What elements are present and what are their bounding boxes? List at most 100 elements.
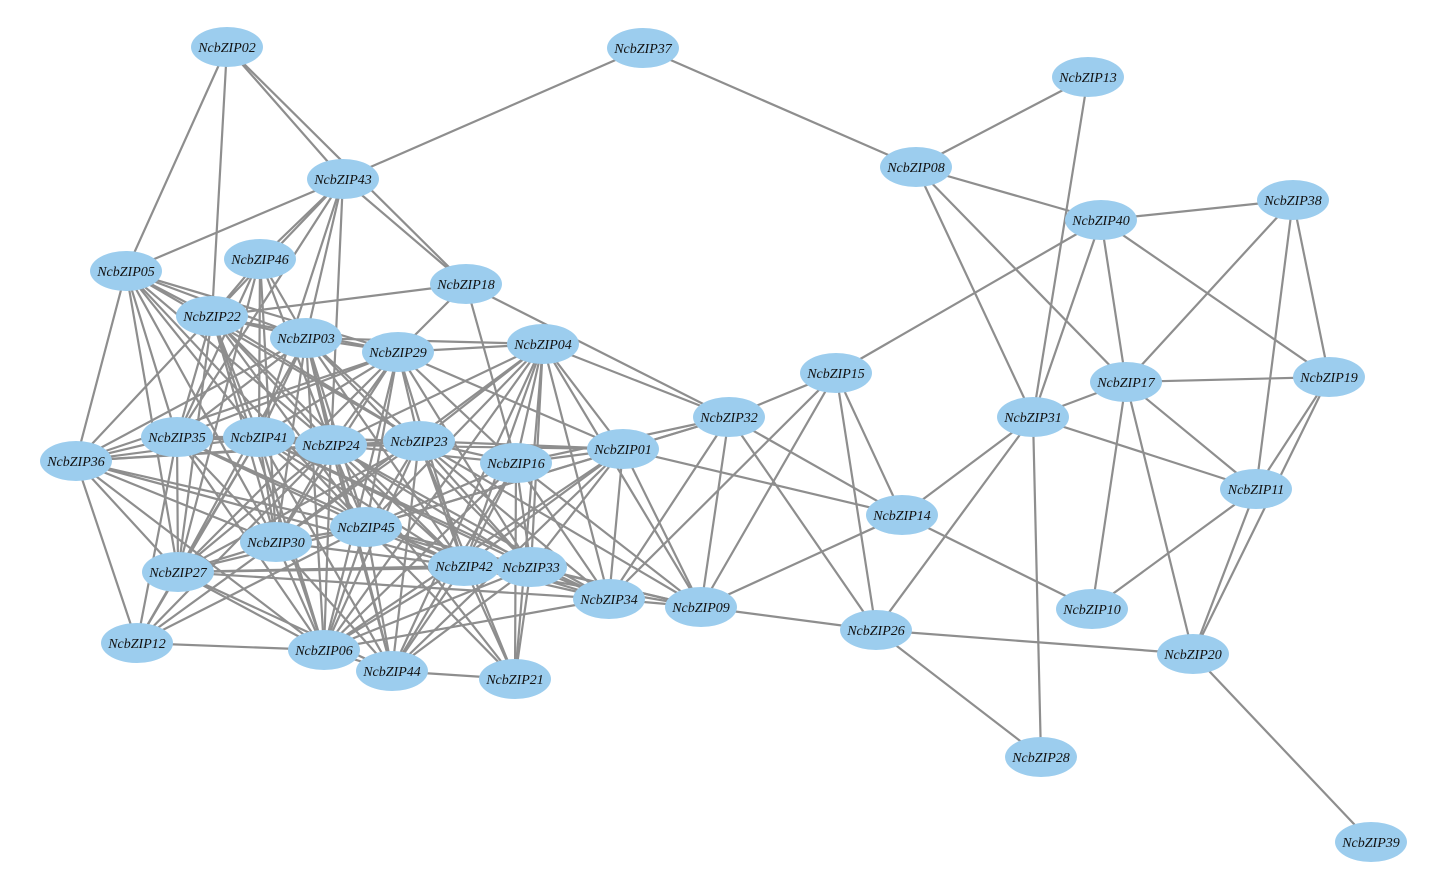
edge-ncbzip43-ncbzip18 [341,177,468,286]
edge-ncbzip46-ncbzip41 [257,257,262,439]
node-ellipse [587,429,659,469]
edge-ncbzip14-ncbzip10 [900,513,1094,611]
edge-ncbzip08-ncbzip17 [914,165,1128,384]
node-ncbzip01[interactable]: NcbZIP01 [587,429,659,469]
node-ncbzip04[interactable]: NcbZIP04 [507,324,579,364]
edge-ncbzip18-ncbzip16 [464,282,518,465]
node-ellipse [90,251,162,291]
node-ncbzip24[interactable]: NcbZIP24 [295,425,367,465]
node-ncbzip18[interactable]: NcbZIP18 [430,264,502,304]
node-ncbzip19[interactable]: NcbZIP19 [1293,357,1365,397]
node-ncbzip34[interactable]: NcbZIP34 [573,579,645,619]
node-label: NcbZIP46 [230,253,289,268]
node-ncbzip03[interactable]: NcbZIP03 [270,318,342,358]
node-ellipse [507,324,579,364]
node-label: NcbZIP34 [579,593,638,608]
node-ncbzip10[interactable]: NcbZIP10 [1056,589,1128,629]
edge-ncbzip15-ncbzip34 [607,371,838,601]
node-ncbzip02[interactable]: NcbZIP02 [191,27,263,67]
node-ncbzip11[interactable]: NcbZIP11 [1220,469,1292,509]
node-ncbzip14[interactable]: NcbZIP14 [866,495,938,535]
node-ellipse [101,623,173,663]
node-ellipse [240,522,312,562]
edge-ncbzip18-ncbzip22 [210,282,468,318]
node-ncbzip33[interactable]: NcbZIP33 [495,547,567,587]
edge-ncbzip35-ncbzip27 [175,435,180,574]
node-ncbzip20[interactable]: NcbZIP20 [1157,634,1229,674]
node-ncbzip27[interactable]: NcbZIP27 [142,552,214,592]
node-label: NcbZIP22 [182,310,241,325]
node-ncbzip41[interactable]: NcbZIP41 [223,417,295,457]
edge-ncbzip38-ncbzip11 [1254,198,1295,491]
edge-ncbzip22-ncbzip35 [175,314,214,439]
node-ncbzip38[interactable]: NcbZIP38 [1257,180,1329,220]
node-ncbzip06[interactable]: NcbZIP06 [288,630,360,670]
node-ncbzip17[interactable]: NcbZIP17 [1090,362,1162,402]
node-ncbzip46[interactable]: NcbZIP46 [224,239,296,279]
node-label: NcbZIP19 [1299,371,1358,386]
node-label: NcbZIP37 [613,42,673,57]
node-label: NcbZIP42 [434,560,493,575]
node-ellipse [1257,180,1329,220]
edge-ncbzip03-ncbzip27 [176,336,308,574]
node-ncbzip28[interactable]: NcbZIP28 [1005,737,1077,777]
edge-ncbzip05-ncbzip41 [124,269,261,439]
node-label: NcbZIP38 [1263,194,1322,209]
edge-ncbzip03-ncbzip06 [304,336,326,652]
node-ncbzip31[interactable]: NcbZIP31 [997,397,1069,437]
edge-ncbzip14-ncbzip32 [727,415,904,517]
edge-ncbzip43-ncbzip05 [124,177,345,273]
node-ncbzip35[interactable]: NcbZIP35 [141,417,213,457]
edge-ncbzip09-ncbzip01 [621,447,703,609]
node-ncbzip45[interactable]: NcbZIP45 [330,507,402,547]
node-ncbzip15[interactable]: NcbZIP15 [800,353,872,393]
node-label: NcbZIP05 [96,265,155,280]
node-ncbzip29[interactable]: NcbZIP29 [362,332,434,372]
edge-ncbzip13-ncbzip31 [1031,75,1090,419]
edge-ncbzip45-ncbzip44 [364,525,394,673]
node-label: NcbZIP11 [1227,483,1285,498]
edge-ncbzip04-ncbzip44 [390,342,545,673]
node-ncbzip30[interactable]: NcbZIP30 [240,522,312,562]
edge-ncbzip04-ncbzip34 [541,342,611,601]
node-label: NcbZIP23 [389,435,448,450]
node-ncbzip43[interactable]: NcbZIP43 [307,159,379,199]
node-ncbzip22[interactable]: NcbZIP22 [176,296,248,336]
edge-ncbzip46-ncbzip35 [175,257,262,439]
edge-ncbzip45-ncbzip06 [322,525,368,652]
edge-ncbzip43-ncbzip03 [304,177,345,340]
node-ncbzip23[interactable]: NcbZIP23 [383,421,455,461]
node-label: NcbZIP44 [362,665,421,680]
node-ncbzip08[interactable]: NcbZIP08 [880,147,952,187]
node-ncbzip37[interactable]: NcbZIP37 [607,28,679,68]
node-ncbzip36[interactable]: NcbZIP36 [40,441,112,481]
node-ncbzip44[interactable]: NcbZIP44 [356,651,428,691]
node-ncbzip39[interactable]: NcbZIP39 [1335,822,1407,862]
node-ncbzip40[interactable]: NcbZIP40 [1065,200,1137,240]
node-ncbzip42[interactable]: NcbZIP42 [428,546,500,586]
node-label: NcbZIP14 [872,509,931,524]
node-ncbzip09[interactable]: NcbZIP09 [665,587,737,627]
edge-ncbzip40-ncbzip31 [1031,218,1103,419]
edge-ncbzip16-ncbzip34 [514,461,611,601]
node-ncbzip16[interactable]: NcbZIP16 [480,443,552,483]
node-ncbzip12[interactable]: NcbZIP12 [101,623,173,663]
node-ellipse [356,651,428,691]
edge-ncbzip40-ncbzip15 [834,218,1103,375]
edge-ncbzip32-ncbzip34 [607,415,731,601]
node-label: NcbZIP16 [486,457,545,472]
node-ellipse [142,552,214,592]
node-ellipse [428,546,500,586]
edge-ncbzip36-ncbzip30 [74,459,278,544]
node-ncbzip13[interactable]: NcbZIP13 [1052,57,1124,97]
edge-ncbzip15-ncbzip09 [699,371,838,609]
node-ellipse [880,147,952,187]
node-ncbzip26[interactable]: NcbZIP26 [840,610,912,650]
node-ncbzip05[interactable]: NcbZIP05 [90,251,162,291]
node-ellipse [295,425,367,465]
edge-ncbzip41-ncbzip42 [257,435,466,568]
node-ncbzip21[interactable]: NcbZIP21 [479,659,551,699]
node-ellipse [1056,589,1128,629]
edge-ncbzip11-ncbzip10 [1090,487,1258,611]
node-ncbzip32[interactable]: NcbZIP32 [693,397,765,437]
